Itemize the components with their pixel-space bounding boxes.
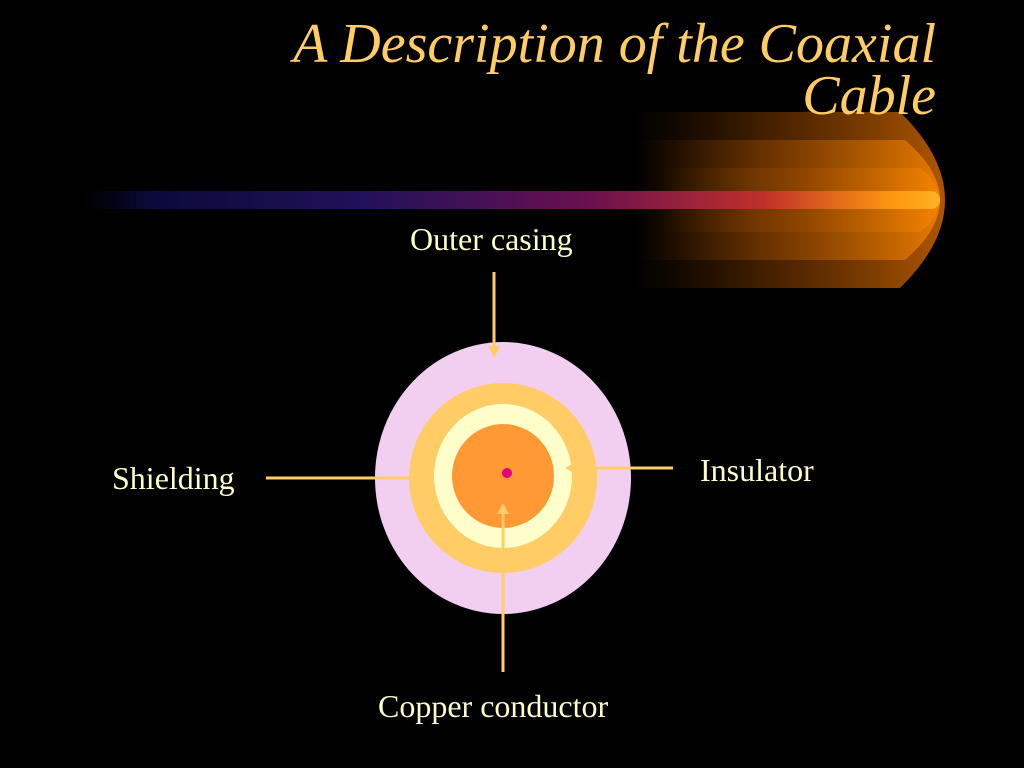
shielding-label: Shielding (112, 460, 235, 496)
outer-casing-pointer (488, 272, 500, 358)
insulator-pointer (565, 462, 673, 474)
slide-title-line-2: Cable (802, 65, 936, 127)
slide-title: A Description of the Coaxial Cable (176, 13, 936, 127)
arrowhead-icon (565, 462, 576, 474)
insulator-label: Insulator (700, 452, 814, 488)
copper-conductor-label: Copper conductor (378, 688, 609, 724)
comet-decoration (60, 112, 945, 288)
coaxial-cross-section (375, 342, 631, 614)
arrowhead-icon (488, 346, 500, 358)
comet-streak (60, 191, 940, 209)
copper-conductor-pointer (497, 503, 509, 672)
pointer-lines (266, 272, 673, 672)
slide-title-line-1: A Description of the Coaxial (293, 13, 936, 75)
center-dot (502, 468, 512, 478)
arrowhead-icon (497, 503, 509, 514)
outer-casing-label: Outer casing (410, 221, 573, 257)
